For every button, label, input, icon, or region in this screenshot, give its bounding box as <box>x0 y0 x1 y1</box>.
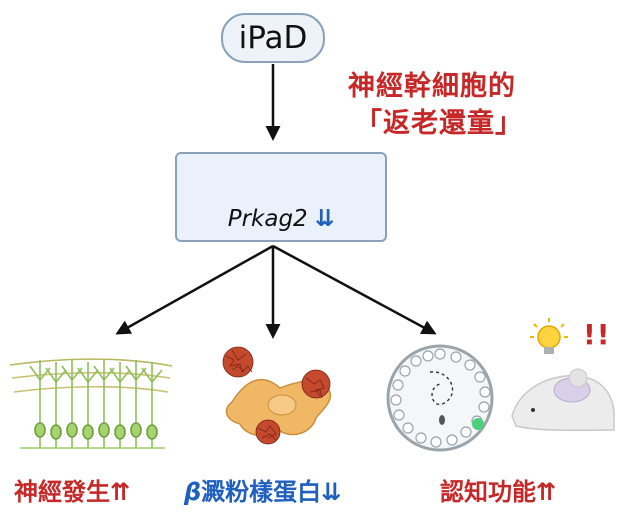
neurons-illustration <box>9 358 173 449</box>
outcome-neurogenesis-direction: ⇈ <box>110 478 131 506</box>
outcome-neurogenesis-label: 神經發生 <box>14 478 110 506</box>
outcome-amyloid-label: 澱粉樣蛋白 <box>201 478 322 506</box>
outcome-neurogenesis: 神經發生⇈ <box>14 472 130 507</box>
gene-direction: ⇊ <box>315 206 335 232</box>
amyloid-plaque-illustration <box>222 346 332 445</box>
gene-name: Prkag2 <box>227 206 308 232</box>
outcome-amyloid-prefix: β <box>184 478 202 506</box>
outcome-cognition: 認知功能⇈ <box>440 472 556 507</box>
mouse-illustration <box>511 368 615 432</box>
water-maze-illustration <box>386 344 494 452</box>
ipad-label: iPaD <box>238 20 308 56</box>
outcome-amyloid: β澱粉樣蛋白⇊ <box>184 472 341 507</box>
outcome-cognition-label: 認知功能 <box>440 478 536 506</box>
arrow-to-cognition <box>272 244 437 335</box>
ipad-node: iPaD <box>221 13 325 63</box>
arrow-to-neurogenesis <box>115 244 274 335</box>
gene-box: Prkag2 ⇊ <box>175 152 387 242</box>
lightbulb-icon <box>530 318 568 354</box>
gene-label: Prkag2 ⇊ <box>177 206 385 232</box>
outcome-amyloid-direction: ⇊ <box>321 478 342 506</box>
outcome-cognition-direction: ⇈ <box>536 478 557 506</box>
annotation-line-1: 神經幹細胞的 <box>348 71 516 102</box>
annotation-line-2: 「返老還童」 <box>355 108 523 139</box>
exclamation-marks: !! <box>583 318 611 351</box>
